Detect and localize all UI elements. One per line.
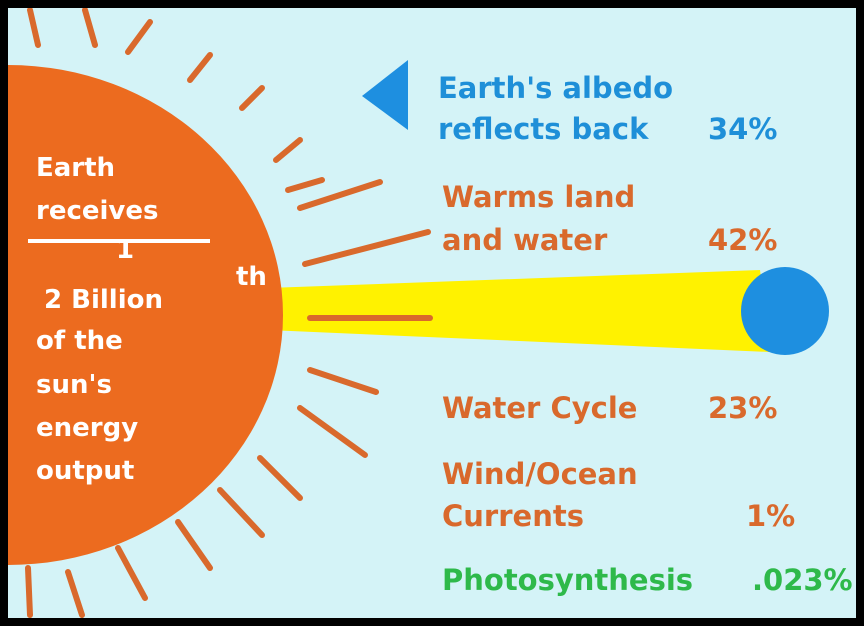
photosynthesis-label: Photosynthesis [442,563,694,597]
wind-ocean-label-line2: Currents [442,499,584,533]
albedo-label-line1: Earth's albedo [438,71,674,105]
sun-ray [115,545,148,601]
sun-text-suns: sun's [36,370,112,400]
warms-percent: 42% [708,223,778,257]
sunlight-beam [268,270,770,352]
triangle-left-icon [362,60,408,130]
wind-ocean-percent: 1% [746,499,796,533]
sun-ray [175,519,213,571]
sun-earth-energy-diagram [8,8,829,618]
sun-ray [217,487,265,538]
fraction-numerator: 1 [116,235,135,265]
sun-ray [285,177,325,193]
sun-ray [307,367,379,395]
sun-text-earth: Earth [36,153,116,183]
sun-ray [297,179,383,211]
sun-text-energy: energy [36,413,139,443]
sun-ray [27,8,41,48]
sun-ray [239,85,265,111]
warms-label-line1: Warms land [442,180,636,214]
fraction-suffix: th [236,262,267,292]
sun-rays [25,8,431,618]
fraction-denominator: 2 Billion [44,285,163,315]
sun-text-receives: receives [36,196,159,226]
sun-ray [82,8,98,48]
wind-ocean-label-line1: Wind/Ocean [442,457,638,491]
sun-ray [65,569,85,618]
sun [8,65,283,565]
sun-text-of-the: of the [36,326,123,356]
warms-label-line2: and water [442,223,608,257]
albedo-percent: 34% [708,112,778,146]
sun-ray [187,52,213,83]
sun-ray [297,405,368,458]
water-cycle-label: Water Cycle [442,391,638,425]
sun-text-output: output [36,456,135,486]
sun-ray [273,137,303,163]
water-cycle-percent: 23% [708,391,778,425]
sun-ray [125,19,153,55]
albedo-label-line2: reflects back [438,112,649,146]
sun-ray [257,455,303,501]
sun-ray [25,565,33,618]
sun-ray [302,229,431,267]
earth [741,267,829,355]
photosynthesis-percent: .023% [752,563,853,597]
